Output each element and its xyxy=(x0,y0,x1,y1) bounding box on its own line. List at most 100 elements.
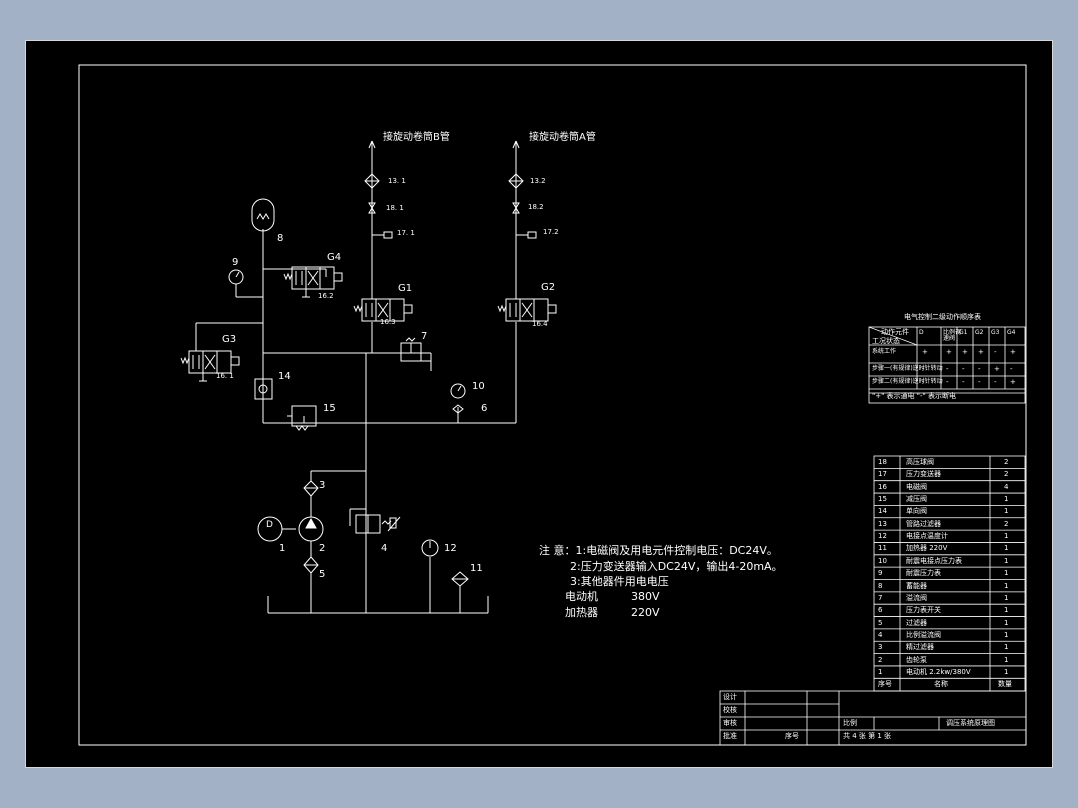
label-16-3: 16.3 xyxy=(380,318,396,326)
control-table-row-label: 步骤一(有规律)逆时针转动 xyxy=(872,365,943,372)
parts-header-h_qty: 数量 xyxy=(998,680,1012,689)
label-13-1: 13. 1 xyxy=(388,177,406,185)
parts-qty: 1 xyxy=(1004,544,1009,553)
parts-header-h_no: 序号 xyxy=(878,680,892,689)
parts-no: 7 xyxy=(878,593,883,602)
parts-list-grid xyxy=(873,455,1026,692)
ball-valve-18-2 xyxy=(512,202,520,214)
control-table-cell: + xyxy=(1010,348,1016,356)
note-heater-value: 220V xyxy=(631,606,660,619)
note-line-3: 3:其他器件用电电压 xyxy=(570,575,669,588)
parts-no: 18 xyxy=(878,458,887,466)
note-line-1: 注 意：1:电磁阀及用电元件控制电压：DC24V。 xyxy=(539,544,778,557)
label-18-2: 18.2 xyxy=(528,203,544,211)
control-table-row-label: 步骤二(有规律)逆时针转动 xyxy=(872,378,943,385)
label-11: 11 xyxy=(470,563,483,574)
parts-qty: 2 xyxy=(1004,458,1009,466)
filter-13-2 xyxy=(508,173,524,189)
label-8: 8 xyxy=(277,233,284,244)
parts-name: 电磁阀 xyxy=(906,482,927,491)
label-1: 1 xyxy=(279,543,286,554)
pipe-b-arrow xyxy=(368,140,376,149)
parts-no: 12 xyxy=(878,532,887,541)
label-17-2: 17.2 xyxy=(543,228,559,236)
parts-qty: 4 xyxy=(1004,482,1009,491)
control-table-cell: + xyxy=(978,348,984,356)
label-3: 3 xyxy=(319,480,326,491)
label-4: 4 xyxy=(381,543,388,554)
solenoid-valve-g4 xyxy=(283,266,343,298)
parts-no: 2 xyxy=(878,655,883,664)
title-approve: 批准 xyxy=(723,732,737,740)
parts-name: 管路过滤器 xyxy=(906,519,941,528)
parts-qty: 1 xyxy=(1004,655,1009,664)
control-table-footnote: "+" 表示通电 "-" 表示断电 xyxy=(872,392,956,400)
title-review: 审核 xyxy=(723,719,737,727)
control-table-h-action: 动作元件 xyxy=(881,328,909,336)
gauge-9 xyxy=(228,269,244,285)
drawing-canvas: 接旋动卷筒B管 接旋动卷筒A管 13. 1 13.2 18. 1 18.2 17… xyxy=(25,40,1053,768)
title-design: 设计 xyxy=(723,693,737,701)
control-table-row-label: 系统工作 xyxy=(872,348,897,355)
control-table-cell: - xyxy=(994,348,997,356)
motor-1 xyxy=(257,516,296,542)
label-15: 15 xyxy=(323,403,336,414)
drawing-title: 调压系统原理图 xyxy=(946,719,995,727)
control-table-col-0: D xyxy=(919,329,924,336)
note-heater-label: 加热器 xyxy=(565,606,598,619)
accumulator-8 xyxy=(251,198,275,232)
label-12: 12 xyxy=(444,543,457,554)
check-valve-14 xyxy=(254,378,273,400)
title-sheet: 共 4 张 第 1 张 xyxy=(843,732,892,740)
parts-name: 高压球阀 xyxy=(906,458,934,466)
control-table-col-4: G3 xyxy=(991,329,1000,336)
label-g2: G2 xyxy=(541,282,556,293)
parts-qty: 1 xyxy=(1004,643,1009,652)
control-table-title: 电气控制二级动作顺序表 xyxy=(904,313,981,321)
note-motor-value: 380V xyxy=(631,590,660,603)
parts-no: 17 xyxy=(878,470,887,479)
label-16-4: 16.4 xyxy=(532,320,548,328)
parts-no: 9 xyxy=(878,569,883,578)
parts-name: 压力表开关 xyxy=(906,606,941,615)
control-table-cell: + xyxy=(946,348,952,356)
control-table-cell: - xyxy=(1010,365,1013,373)
label-18-1: 18. 1 xyxy=(386,204,404,212)
parts-qty: 1 xyxy=(1004,630,1009,639)
parts-qty: 2 xyxy=(1004,470,1009,479)
control-table-cell: + xyxy=(1010,378,1016,386)
parts-name: 单向阀 xyxy=(906,507,927,516)
control-table-col-5: G4 xyxy=(1007,329,1016,336)
control-table-cell: + xyxy=(994,365,1000,373)
parts-no: 14 xyxy=(878,507,887,516)
label-17-1: 17. 1 xyxy=(397,229,415,237)
control-table-cell: - xyxy=(946,378,949,386)
gauge-switch-6 xyxy=(452,404,464,414)
parts-name: 精过滤器 xyxy=(906,643,934,652)
hydraulic-lines xyxy=(195,141,517,614)
control-table-cell: - xyxy=(962,378,965,386)
note-line-2: 2:压力变送器输入DC24V，输出4-20mA。 xyxy=(570,560,783,573)
parts-name: 加热器 220V xyxy=(906,544,948,553)
parts-qty: 1 xyxy=(1004,606,1009,615)
control-table-cell: + xyxy=(962,348,968,356)
parts-name: 减压阀 xyxy=(906,495,927,504)
parts-qty: 1 xyxy=(1004,507,1009,516)
parts-qty: 2 xyxy=(1004,519,1009,528)
parts-no: 5 xyxy=(878,618,883,627)
filter-13-1 xyxy=(364,173,380,189)
pipe-a-arrow xyxy=(512,140,520,149)
heater-11 xyxy=(451,571,469,587)
ball-valve-18-1 xyxy=(368,202,376,214)
parts-qty: 1 xyxy=(1004,495,1009,504)
parts-no: 1 xyxy=(878,667,883,676)
parts-name: 耐震电接点压力表 xyxy=(906,556,962,565)
parts-no: 15 xyxy=(878,495,887,504)
pipe-b-label: 接旋动卷筒B管 xyxy=(383,132,450,143)
label-7: 7 xyxy=(421,331,428,342)
control-table-col-2: G1 xyxy=(959,329,968,336)
parts-no: 8 xyxy=(878,581,883,590)
control-table-h-state: 工况状态 xyxy=(872,337,900,345)
parts-qty: 1 xyxy=(1004,556,1009,565)
parts-qty: 1 xyxy=(1004,593,1009,602)
